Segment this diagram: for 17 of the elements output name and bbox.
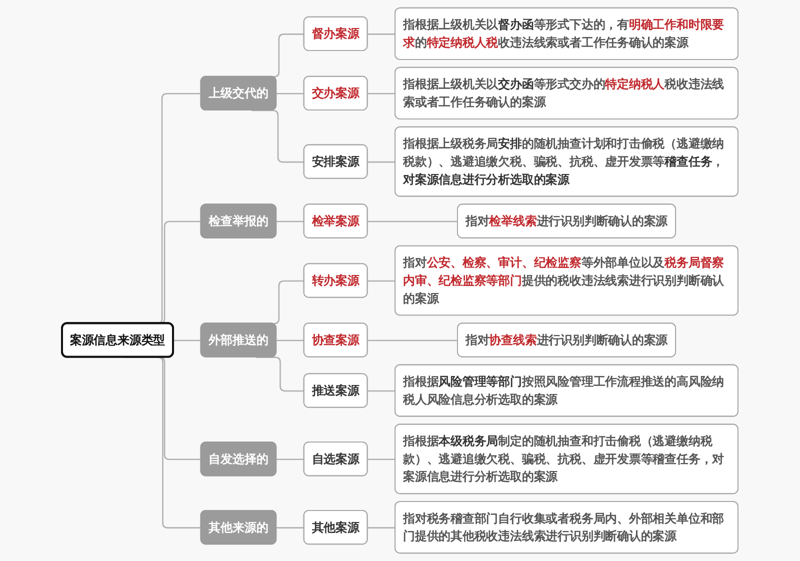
connector [368, 340, 458, 342]
connector [276, 220, 304, 222]
connector [368, 93, 396, 94]
connector [368, 34, 396, 35]
connector [276, 93, 304, 94]
connector [368, 390, 396, 392]
connector [276, 458, 304, 460]
connector [174, 340, 202, 342]
connector [368, 527, 396, 528]
connector [368, 220, 458, 222]
connector [368, 161, 396, 163]
connector [252, 110, 304, 163]
connector [256, 356, 304, 392]
connector [368, 458, 396, 460]
connector [276, 340, 304, 342]
connector [276, 527, 304, 528]
connector [368, 280, 396, 282]
